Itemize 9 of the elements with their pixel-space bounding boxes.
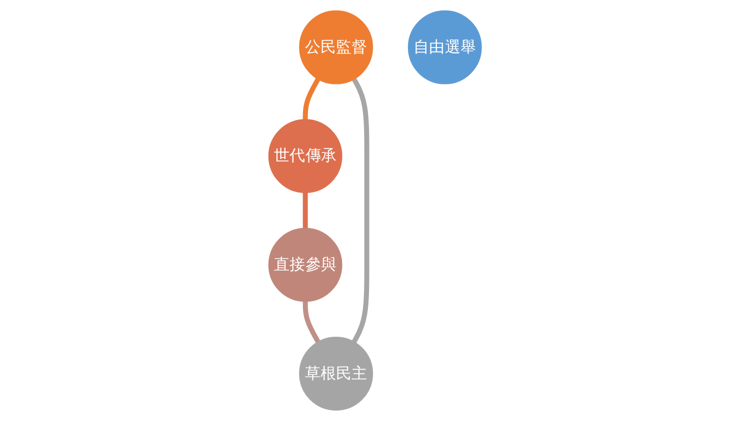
node-circle: 公民監督 xyxy=(299,10,373,84)
connector xyxy=(302,78,320,120)
node-circle: 自由選舉 xyxy=(408,10,482,84)
connector xyxy=(352,78,370,344)
node-circle: 直接參與 xyxy=(268,228,342,302)
connector xyxy=(302,302,320,344)
connector xyxy=(302,192,308,228)
node-circle: 草根民主 xyxy=(299,336,373,411)
node-circle: 世代傳承 xyxy=(268,119,342,194)
